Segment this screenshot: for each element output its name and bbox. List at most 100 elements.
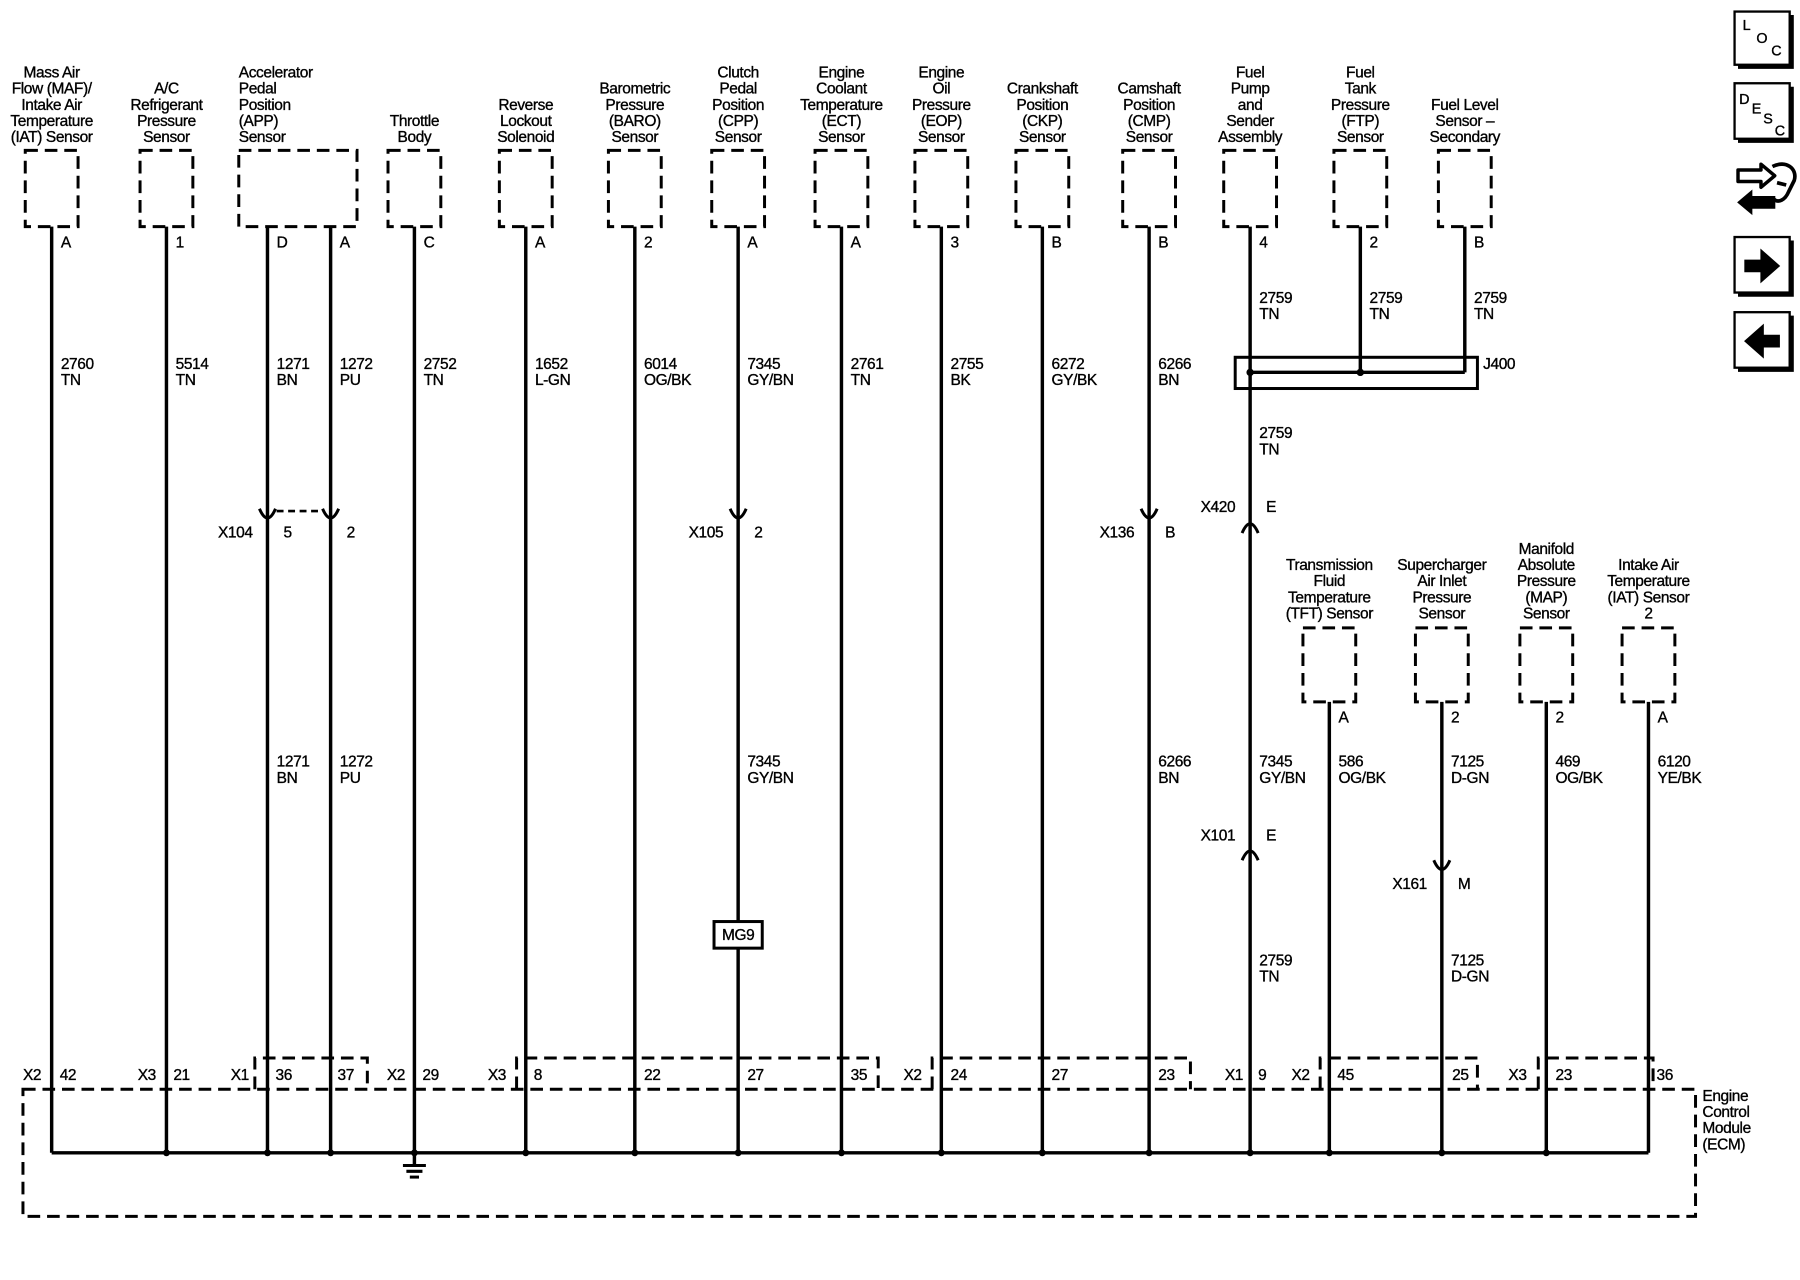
circuit-number: 1271 <box>277 754 310 771</box>
connector-terminal-symbol <box>728 508 748 520</box>
component-label: Sensor <box>1523 606 1570 623</box>
component-label: Pump <box>1231 81 1270 98</box>
bus-junction-dot <box>1145 1149 1153 1157</box>
location-button-shadow <box>1738 15 1794 69</box>
bus-junction-dot <box>631 1149 639 1157</box>
location-letter: C <box>1771 43 1781 59</box>
component-label: Supercharger <box>1397 557 1486 574</box>
bus-junction-dot <box>264 1149 271 1157</box>
bus-junction-dot <box>1542 1149 1550 1157</box>
description-letter: S <box>1763 112 1773 128</box>
location-letter: O <box>1756 31 1767 47</box>
component-pin-label: B <box>1158 234 1168 251</box>
component-box <box>497 148 554 229</box>
component-label: Clutch <box>717 64 759 81</box>
component-label: Sensor <box>715 129 762 146</box>
connector-terminal-symbol <box>1240 522 1260 534</box>
ground-symbol <box>402 1164 426 1179</box>
next-page-button[interactable] <box>1733 235 1794 297</box>
component-label: Body <box>398 129 432 146</box>
connector-id: X136 <box>1100 525 1135 542</box>
component-label: (CKP) <box>1022 113 1062 130</box>
ecm-pin-label: 25 <box>1452 1067 1468 1084</box>
component-label: Fluid <box>1314 573 1346 590</box>
ecm-connector-outline <box>1318 1056 1479 1090</box>
bus-junction-dot <box>410 1149 418 1157</box>
wire-color: BK <box>951 372 972 389</box>
ecm-pin-label: 21 <box>173 1067 189 1084</box>
component-pin-label: D <box>277 234 288 251</box>
component-pin-label: A <box>535 234 546 251</box>
ecm-connector-id: X3 <box>138 1067 156 1084</box>
component-label: Sensor – <box>1435 113 1495 130</box>
component-label: Fuel <box>1346 64 1375 81</box>
ecm-pin-label: 37 <box>338 1067 354 1084</box>
location-button[interactable]: L O C <box>1733 10 1794 69</box>
component-label: Pressure <box>605 97 664 114</box>
connector-id: X101 <box>1201 828 1236 845</box>
component-label: Sensor <box>1126 129 1173 146</box>
circuit-number: 2759 <box>1259 952 1292 969</box>
circuit-number: 469 <box>1555 754 1580 771</box>
right-arrow-icon <box>1744 248 1781 284</box>
bus-junction-dot <box>937 1149 945 1157</box>
ecm-connector-outline <box>930 1056 1192 1090</box>
connector-terminal-symbol <box>1240 849 1260 861</box>
component-label: Barometric <box>599 81 670 98</box>
component-pin-label: A <box>851 234 862 251</box>
description-letter: C <box>1775 123 1785 139</box>
splice-dot <box>1356 368 1365 377</box>
wire-color: TN <box>1370 306 1390 323</box>
ecm-pin-label: 45 <box>1337 1067 1353 1084</box>
ecm-connector-id: X2 <box>1291 1067 1309 1084</box>
component-label: Absolute <box>1518 557 1575 574</box>
circuit-number: 7125 <box>1451 754 1484 771</box>
component-label: (CMP) <box>1128 113 1171 130</box>
description-letter: E <box>1752 101 1762 117</box>
component-label: (APP) <box>239 113 279 130</box>
previous-page-button[interactable] <box>1733 311 1794 372</box>
component-label: Intake Air <box>21 97 82 114</box>
left-arrow-filled-icon <box>1737 189 1776 216</box>
wire-color: TN <box>851 372 871 389</box>
wire-color: GY/BN <box>747 372 793 389</box>
wire-color: YE/BK <box>1658 770 1703 787</box>
component-label: Assembly <box>1218 129 1283 146</box>
component-box <box>1222 148 1279 229</box>
connector-pin-label: 2 <box>754 525 762 542</box>
component-box <box>1121 148 1178 229</box>
component-label: Refrigerant <box>130 97 203 114</box>
component-label: Sensor <box>1019 129 1066 146</box>
component-box <box>237 148 359 229</box>
bus-junction-dot <box>1246 1149 1254 1157</box>
ecm-connector-id: X2 <box>23 1067 41 1084</box>
component-label: Flow (MAF)/ <box>12 81 93 98</box>
circuit-number: 1272 <box>340 754 373 771</box>
description-button[interactable]: D E S C <box>1733 82 1794 143</box>
component-pin-label: A <box>61 234 72 251</box>
component-pin-label: 1 <box>176 234 184 251</box>
bus-junction-dot <box>522 1149 530 1157</box>
right-arrow-outline-icon <box>1736 162 1777 190</box>
component-label: A/C <box>154 81 179 98</box>
wiring-view-icon[interactable] <box>1736 162 1797 216</box>
ecm-connector-id: X3 <box>488 1067 506 1084</box>
ecm-pin-label: 23 <box>1555 1067 1571 1084</box>
description-button-shadow <box>1738 86 1794 143</box>
circuit-number: 7345 <box>747 754 780 771</box>
component-label: Fuel <box>1236 64 1265 81</box>
circuit-number: 1271 <box>277 356 310 373</box>
wire-color: D-GN <box>1451 770 1489 787</box>
circuit-number: 2752 <box>424 356 457 373</box>
wire-color: GY/BK <box>1052 372 1098 389</box>
component-label: Pressure <box>1412 589 1471 606</box>
